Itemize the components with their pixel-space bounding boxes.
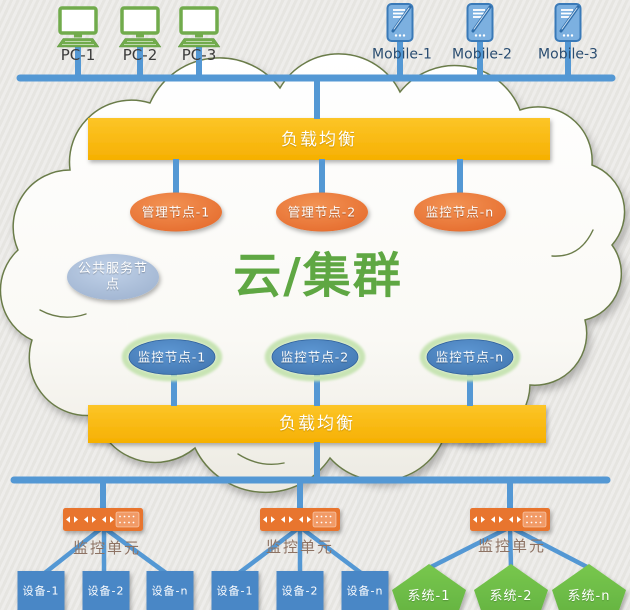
system-1-label: 系统-1 [407,589,451,605]
load-balancer-bar-bottom [88,405,546,443]
mobile-icon [386,3,414,42]
device-1-label: 设备-1 [216,584,254,598]
switch-icon [63,508,143,531]
device-box [17,571,65,610]
system-n-label: 系统-n [567,589,611,605]
device-1-label: 设备-1 [22,584,60,598]
monitor-node-n-ellipse [419,332,521,382]
management-node-1-ellipse [130,192,222,232]
device-box [276,571,324,610]
device-2-label: 设备-2 [281,584,319,598]
system-pentagon [552,564,626,610]
load-balancer-bottom-label: 负载均衡 [279,413,355,434]
device-2-label: 设备-2 [87,584,125,598]
system-2-label: 系统-2 [489,589,533,605]
mobile-icon [466,3,494,42]
monitor-node-2-label: 监控节点-2 [280,349,350,365]
load-balancer-bar-top [88,118,550,160]
mobile-1-label: Mobile-1 [372,46,432,63]
device-n-label: 设备-n [151,584,189,598]
public-service-node-label: 公共服务节点 [77,261,148,292]
system-pentagons [392,564,626,610]
device-box [82,571,130,610]
pc-2-label: PC-2 [122,46,158,64]
pc-icon [118,6,162,48]
load-balancer-top-label: 负载均衡 [281,129,357,150]
mobile-3-label: Mobile-3 [538,46,598,63]
device-box [211,571,259,610]
monitor-unit-2-label: 监控单元 [265,538,335,556]
management-node-1-label: 管理节点-1 [141,204,211,220]
system-pentagon [392,564,466,610]
cloud-title: 云/集群 [233,248,403,305]
management-node-2-label: 管理节点-2 [287,204,357,220]
pc-3-label: PC-3 [181,46,217,64]
mobile-icon [554,3,582,42]
monitor-node-n-label: 监控节点-n [435,349,505,365]
monitor-unit-3-label: 监控单元 [477,537,547,555]
system-pentagon [474,564,548,610]
public-service-node-ellipse [67,254,159,300]
monitor-unit-1-label: 监控单元 [72,539,142,557]
monitor-node-1-ellipse [121,332,223,382]
device-box [146,571,194,610]
pc-icon [177,6,221,48]
monitor-node-n-top-label: 监控节点-n [425,204,495,220]
switch-icon [470,508,550,531]
monitor-node-n-top-ellipse [414,192,506,232]
switch-icon [260,508,340,531]
device-n-label: 设备-n [346,584,384,598]
management-node-2-ellipse [276,192,368,232]
pc-icon [56,6,100,48]
pc-1-label: PC-1 [60,46,96,64]
monitor-node-2-ellipse [264,332,366,382]
mobile-2-label: Mobile-2 [452,46,512,63]
device-boxes [17,571,389,610]
device-box [341,571,389,610]
monitor-node-1-label: 监控节点-1 [137,349,207,365]
